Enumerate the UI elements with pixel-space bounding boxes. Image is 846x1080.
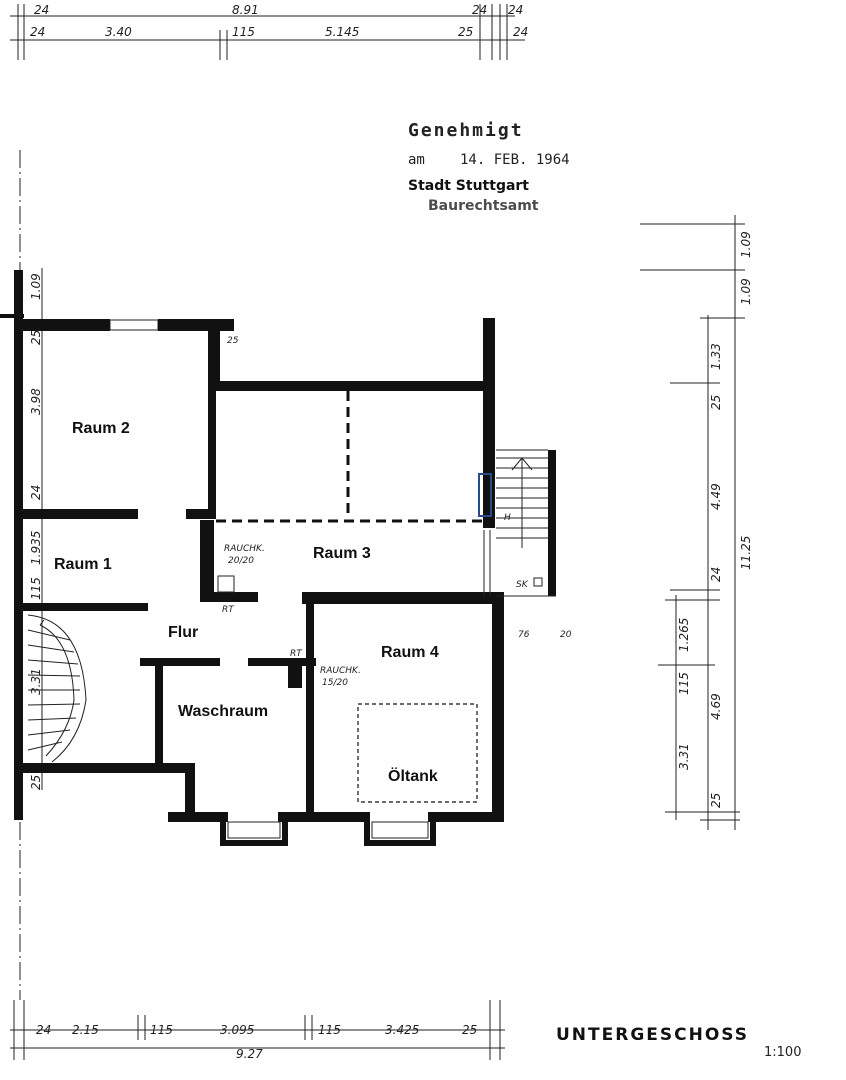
stamp-approved: Genehmigt: [408, 120, 524, 141]
dim-right-115: 115: [677, 672, 691, 695]
dim-top2-24: 24: [30, 25, 45, 39]
dim-left-331: 3.31: [29, 668, 43, 695]
dim-right-109a: 1.09: [739, 231, 753, 258]
right-staircase: H SK: [483, 449, 556, 597]
dim-left-109: 1.09: [29, 273, 43, 300]
dim-left-398: 3.98: [29, 388, 43, 415]
room-raum-1: Raum 1: [54, 556, 112, 573]
dim-right-331: 3.31: [677, 743, 691, 770]
room-raum-3: Raum 3: [313, 545, 371, 562]
dim-right-133: 1.33: [709, 343, 723, 370]
dim-bottom-total: 9.27: [236, 1047, 263, 1061]
oil-tank-outline: [357, 703, 478, 803]
dim-left-1935: 1.935: [29, 531, 43, 565]
dim-left-25: 25: [29, 330, 43, 345]
dim-bottom-115a: 115: [150, 1023, 173, 1037]
room-flur: Flur: [168, 624, 198, 641]
dim-right-25: 25: [709, 395, 723, 410]
dim-top-24a: 24: [34, 3, 49, 17]
dim-top2-5145: 5.145: [325, 25, 359, 39]
room-waschraum: Waschraum: [178, 703, 268, 720]
dim-right-25b: 25: [709, 793, 723, 808]
rt-label-1: RT: [222, 605, 235, 615]
dim-right-24: 24: [709, 567, 723, 582]
stamp-city: Stadt Stuttgart: [408, 178, 529, 194]
chimney2-size: 15/20: [322, 678, 348, 688]
stamp-am: am: [408, 152, 425, 168]
annotations: RAUCHK. 20/20 RAUCHK. 15/20 RT RT 25 76 …: [222, 336, 572, 688]
dim-bottom-115b: 115: [318, 1023, 341, 1037]
dim-right-449: 4.49: [709, 483, 723, 510]
chimney2-label: RAUCHK.: [320, 666, 361, 676]
dim-bottom-3095: 3.095: [220, 1023, 254, 1037]
top-dimensions: 24 8.91 24 24 24 3.40 115 5.145 25 24: [10, 3, 528, 60]
room-labels: Raum 2 Raum 1 Raum 3 Raum 4 Flur Waschra…: [54, 420, 439, 785]
dashed-partitions: [216, 391, 482, 523]
left-staircase: [27, 614, 87, 763]
dim-top2-115: 115: [232, 25, 255, 39]
approval-stamp: Genehmigt am 14. FEB. 1964 Stadt Stuttga…: [408, 120, 570, 214]
dim-left-24: 24: [29, 485, 43, 500]
stamp-office: Baurechtsamt: [428, 198, 539, 214]
dim-left-25b: 25: [29, 775, 43, 790]
bottom-dimensions: 24 2.15 115 3.095 115 3.425 25 9.27: [10, 1000, 505, 1061]
walls: [0, 270, 504, 846]
title-scale: 1:100: [764, 1045, 801, 1060]
wall-thickness-25: 25: [227, 336, 239, 346]
chimney1-label: RAUCHK.: [224, 544, 265, 554]
dim-top-total: 8.91: [232, 3, 259, 17]
stamp-date: 14. FEB. 1964: [460, 152, 570, 168]
dim-top2-24b: 24: [513, 25, 528, 39]
stair-h-label: H: [504, 513, 511, 523]
left-dimensions: 1.09 25 3.98 24 1.935 115 3.31 25: [19, 150, 43, 1000]
dim-right-469: 4.69: [709, 693, 723, 720]
dim-right-1125: 11.25: [739, 536, 753, 570]
title-untergeschoss: UNTERGESCHOSS: [556, 1025, 749, 1045]
dim-right-109b: 1.09: [739, 278, 753, 305]
sk-label: SK: [516, 580, 529, 590]
dim-bottom-25: 25: [462, 1023, 477, 1037]
dim-side-76: 76: [518, 630, 530, 640]
dim-top-24b: 24: [472, 3, 487, 17]
dim-right-1265: 1.265: [677, 618, 691, 652]
chimney1-size: 20/20: [228, 556, 254, 566]
dim-top-24c: 24: [508, 3, 523, 17]
dim-bottom-3425: 3.425: [385, 1023, 419, 1037]
room-oeltank: Öltank: [388, 766, 438, 785]
dim-side-20: 20: [560, 630, 572, 640]
drawing-title: UNTERGESCHOSS 1:100: [556, 1025, 801, 1060]
right-dimensions: 1.09 1.09 1.33 25 4.49 11.25 24 1.265 11…: [640, 215, 753, 830]
dim-top2-25: 25: [458, 25, 473, 39]
room-raum-2: Raum 2: [72, 420, 130, 437]
dim-top2-340: 3.40: [105, 25, 132, 39]
wall-opening-marker: [478, 473, 492, 517]
dim-bottom-24: 24: [36, 1023, 51, 1037]
rt-label-2: RT: [290, 649, 303, 659]
dim-bottom-215: 2.15: [72, 1023, 99, 1037]
room-raum-4: Raum 4: [381, 644, 439, 661]
dim-left-115: 115: [29, 577, 43, 600]
